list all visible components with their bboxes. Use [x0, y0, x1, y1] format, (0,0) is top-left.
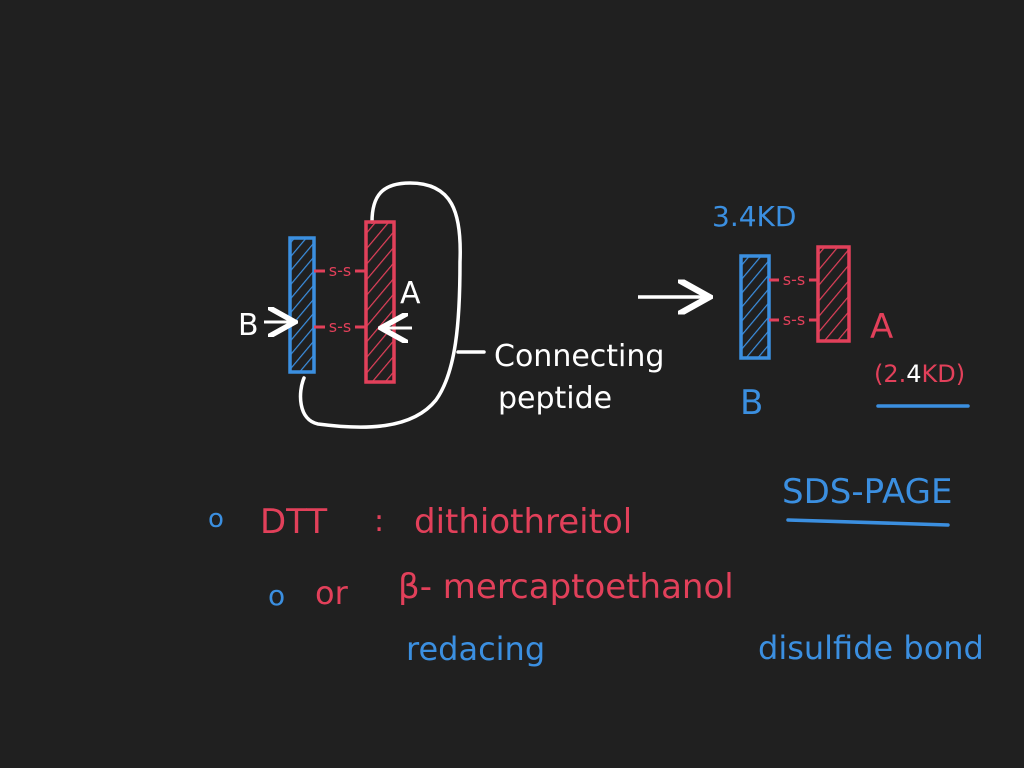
connecting-peptide-label-2: peptide [498, 381, 612, 416]
a-mass-close: KD) [922, 360, 966, 388]
dtt-abbrev: DTT [260, 502, 327, 542]
a-chain-bar [816, 245, 851, 343]
a-chain-label: A [870, 307, 893, 347]
b-chain-label: B [238, 308, 259, 343]
connecting-peptide-loop [298, 181, 462, 429]
disulfide-bond-label: disulfide bond [758, 629, 984, 667]
dtt-full-name: dithiothreitol [414, 502, 632, 542]
b-chain-label: B [740, 383, 763, 423]
connecting-peptide-label-1: Connecting [494, 339, 664, 374]
disulfide-bond-1: s-s [769, 269, 818, 289]
dtt-colon: : [374, 504, 384, 539]
b-chain-bar [288, 236, 316, 374]
bond-label: s-s [329, 261, 351, 280]
reducing-label: redacing [406, 630, 545, 668]
bond-label: s-s [783, 310, 805, 329]
bullet-icon: o [268, 579, 285, 612]
proinsulin-diagram: s-s s-s B A Connecting peptide [238, 181, 664, 429]
a-chain-bar [364, 220, 396, 384]
disulfide-bond-2: s-s [314, 316, 366, 336]
b-chain-bar [739, 254, 771, 360]
or-word: or [315, 574, 349, 612]
bond-label: s-s [329, 317, 351, 336]
a-mass-digit: 4 [906, 360, 921, 388]
a-chain-label: A [400, 276, 421, 311]
sds-page-label: SDS-PAGE [782, 472, 952, 512]
bond-label: s-s [783, 270, 805, 289]
insulin-diagram: 3.4KD s-s s-s B A (2.4KD) [712, 200, 970, 423]
bme-label: β- mercaptoethanol [398, 567, 734, 607]
b-chain-mass: 3.4KD [712, 200, 796, 233]
disulfide-bond-2: s-s [769, 309, 818, 329]
a-mass-open: (2. [874, 360, 906, 388]
sds-page-underline [786, 518, 950, 527]
bullet-icon: o [208, 504, 224, 534]
a-chain-mass: (2.4KD) [874, 360, 965, 388]
disulfide-bond-1: s-s [314, 260, 366, 280]
notes: o DTT : dithiothreitol SDS-PAGE o or β- … [208, 472, 984, 668]
